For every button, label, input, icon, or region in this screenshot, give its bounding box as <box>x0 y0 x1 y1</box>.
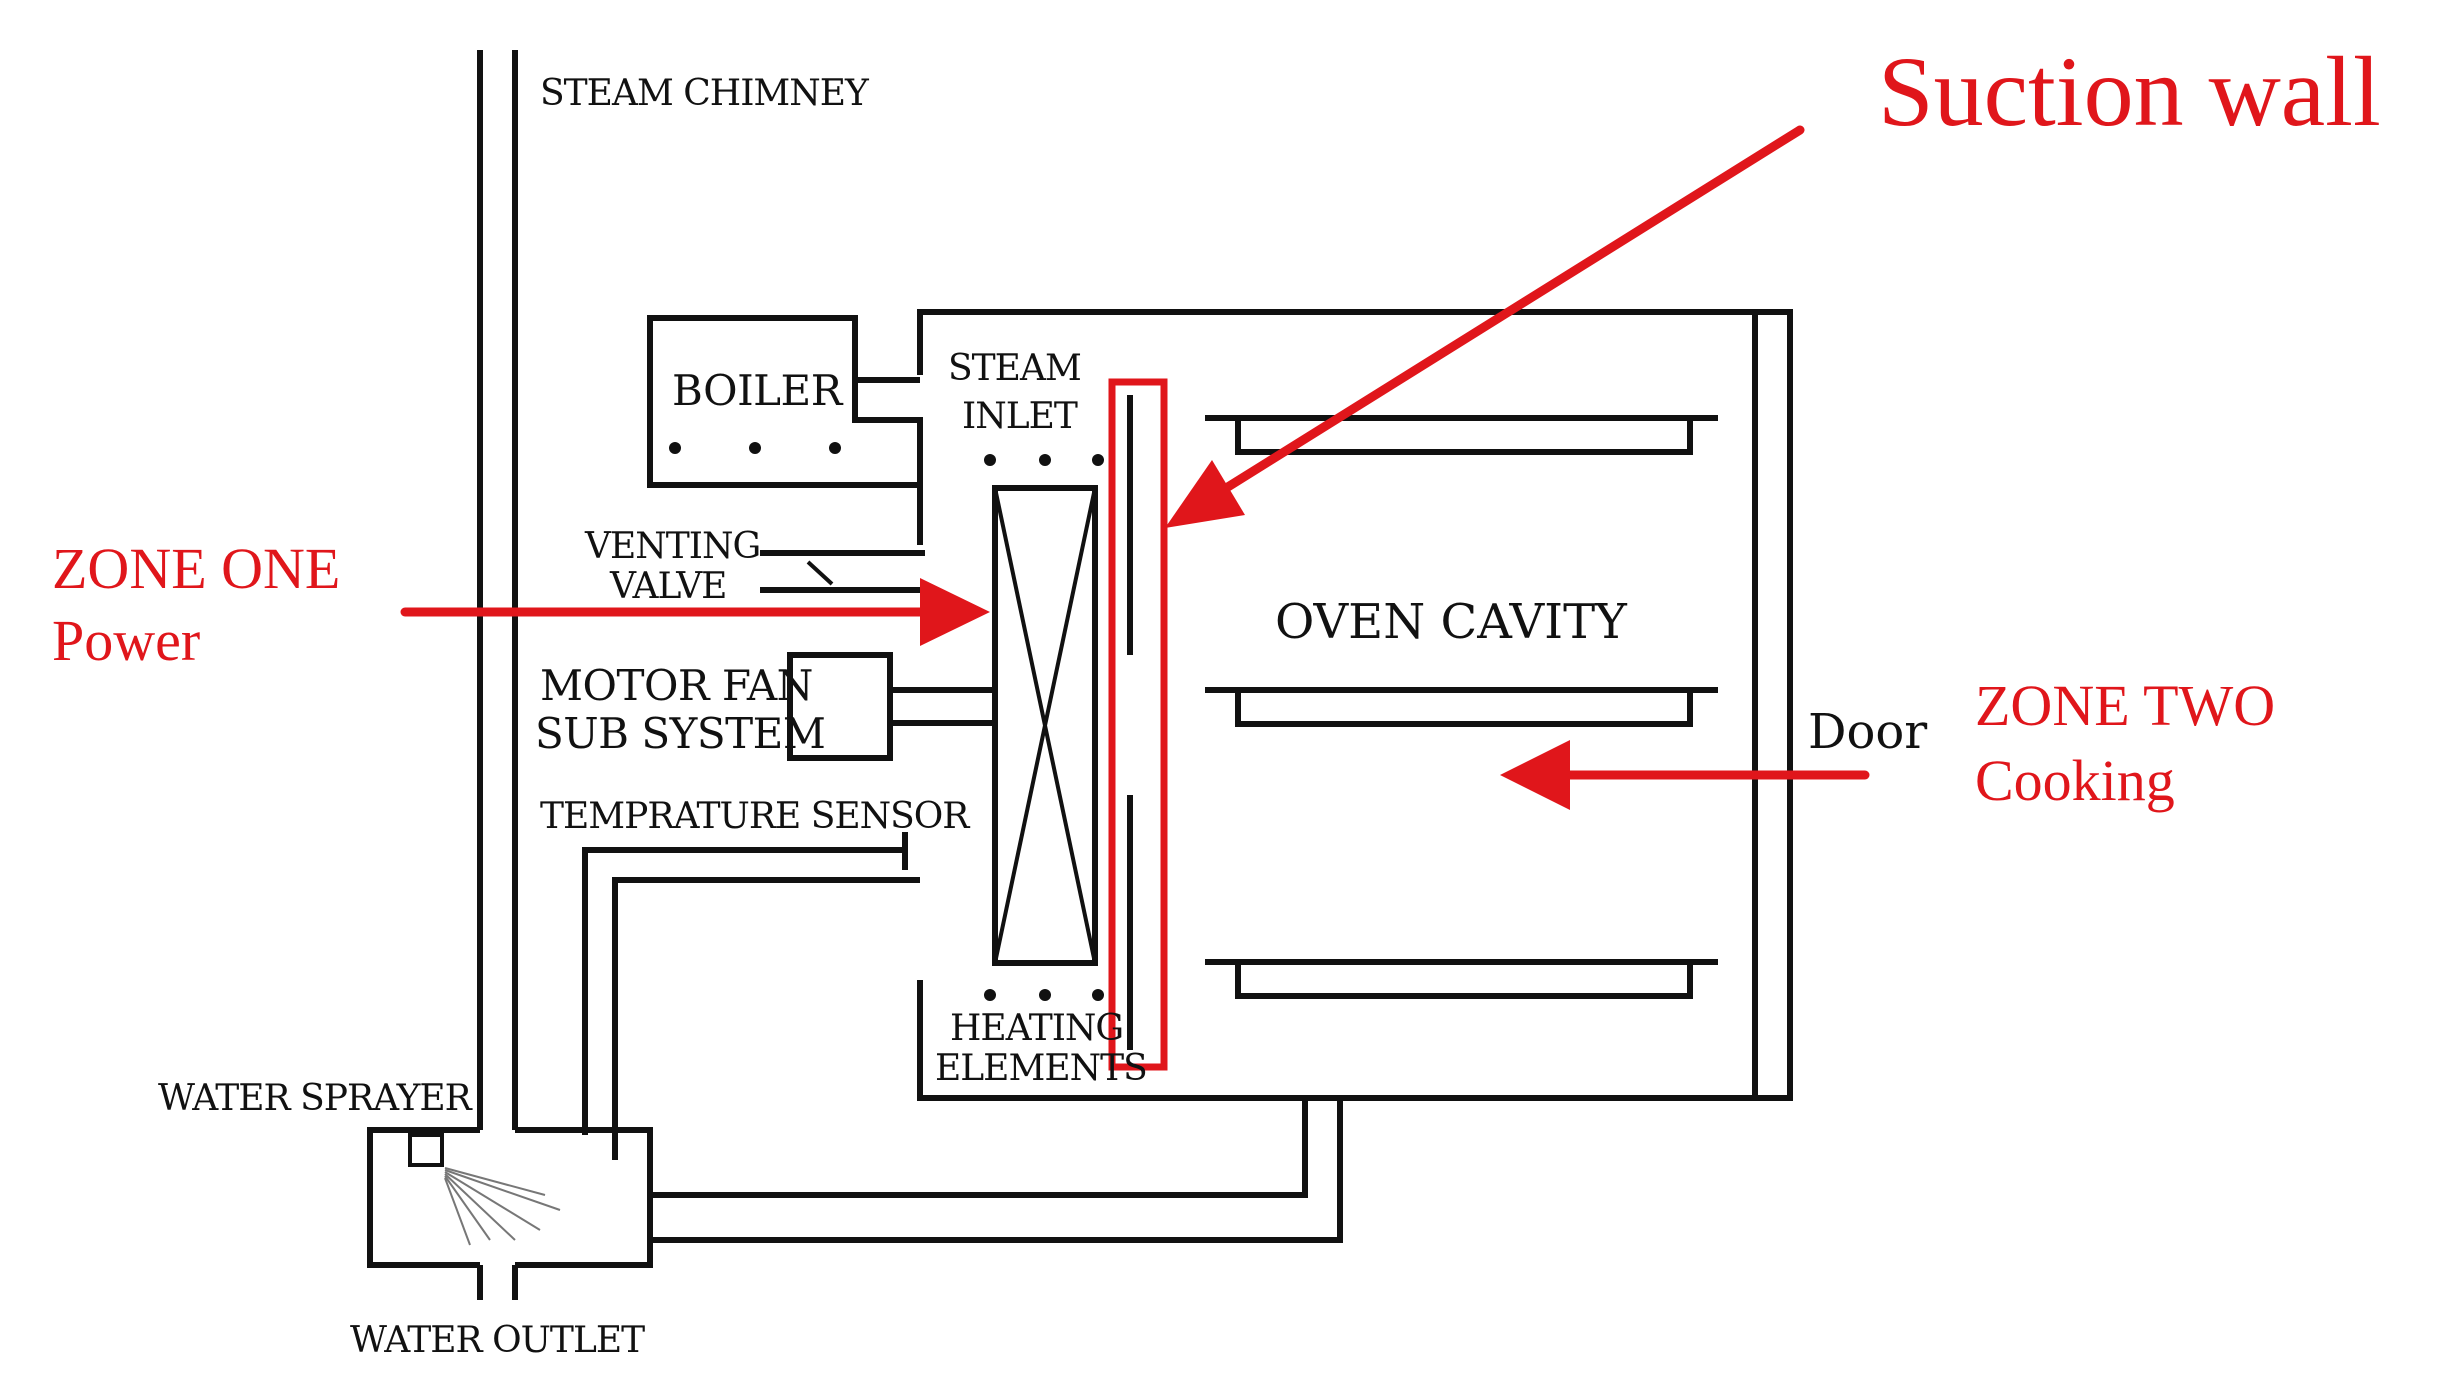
motor-fan-box <box>787 652 995 761</box>
suction-wall-highlight <box>1108 378 1168 1071</box>
venting-valve-label-line1: VENTING <box>584 526 760 567</box>
water-sprayer-nozzle <box>408 1133 444 1167</box>
steam-inlet-label-line1: STEAM <box>948 348 1081 389</box>
zone-one-arrow <box>400 578 990 646</box>
water-sprayer-label: WATER SPRAYER <box>158 1078 473 1119</box>
heating-elements-label-line1: HEATING <box>950 1008 1123 1049</box>
suction-wall-label: Suction wall <box>1878 36 2381 147</box>
heating-element-dots <box>984 989 1104 1001</box>
boiler-box <box>647 315 923 488</box>
steam-inlet-dots <box>984 454 1104 466</box>
spray-lines <box>444 1167 561 1246</box>
oven-shelves <box>1205 415 1718 999</box>
steam-inlet-label-line2: INLET <box>962 396 1078 437</box>
venting-valve-pipe <box>760 550 925 593</box>
steam-chimney-label: STEAM CHIMNEY <box>540 73 870 114</box>
motor-fan-label-line1: MOTOR FAN <box>540 661 813 710</box>
boiler-label: BOILER <box>672 366 844 415</box>
fan-unit <box>992 485 1098 966</box>
steam-chimney-pipe <box>477 50 518 1130</box>
water-tank <box>367 1127 653 1300</box>
door-label: Door <box>1808 704 1927 760</box>
water-outlet-label: WATER OUTLET <box>350 1320 645 1361</box>
zone-one-label: ZONE ONE <box>52 536 340 601</box>
zone-two-sublabel: Cooking <box>1975 748 2175 813</box>
zone-one-sublabel: Power <box>52 608 200 673</box>
zone-two-label: ZONE TWO <box>1975 673 2275 738</box>
temperature-sensor-line <box>582 832 908 1135</box>
suction-wall-arrow <box>1165 125 1805 528</box>
suction-wall-plates <box>1108 378 1168 1071</box>
zone-two-arrow <box>1500 740 1870 810</box>
venting-valve-label-line2: VALVE <box>609 566 726 607</box>
temperature-sensor-label: TEMPRATURE SENSOR <box>540 796 970 837</box>
motor-fan-label-line2: SUB SYSTEM <box>535 709 825 758</box>
oven-cavity-label: OVEN CAVITY <box>1275 594 1628 650</box>
drain-pipe <box>515 877 1343 1243</box>
heating-elements-label-line2: ELEMENTS <box>935 1048 1147 1089</box>
